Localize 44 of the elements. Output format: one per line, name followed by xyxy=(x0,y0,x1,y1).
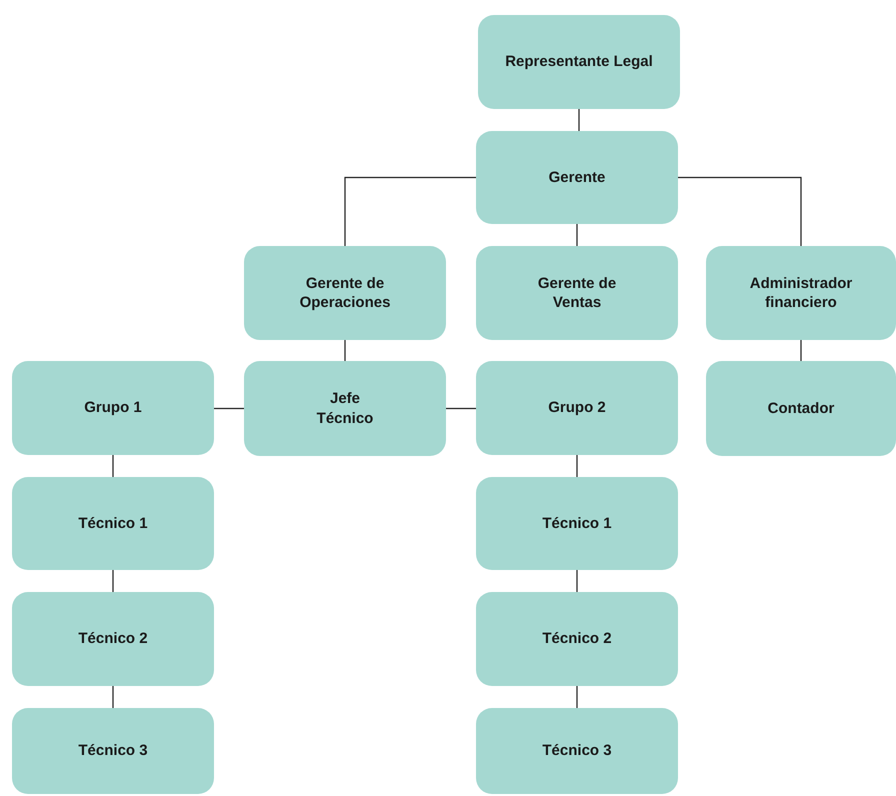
org-box xyxy=(706,361,896,456)
org-box xyxy=(12,592,214,686)
connector-line xyxy=(800,340,802,361)
org-box xyxy=(476,131,678,224)
role-label: Administrador financiero xyxy=(748,274,854,312)
connector-line xyxy=(214,408,244,410)
connector-line xyxy=(344,176,476,246)
org-box xyxy=(244,246,446,340)
org-box xyxy=(478,15,680,109)
role-label: Técnico 1 xyxy=(542,514,612,534)
org-box xyxy=(476,477,678,570)
role-label: Representante Legal xyxy=(505,52,653,72)
connector-line xyxy=(578,109,580,131)
connector-line xyxy=(112,455,114,477)
role-label: Gerente de Operaciones xyxy=(298,274,392,312)
org-box xyxy=(706,246,896,340)
connector-line xyxy=(344,340,346,361)
connector-line xyxy=(576,455,578,477)
connector-line xyxy=(576,224,578,246)
role-label: Gerente de Ventas xyxy=(536,274,618,312)
org-box xyxy=(244,361,446,456)
org-box xyxy=(476,246,678,340)
org-box xyxy=(476,708,678,794)
role-label: Técnico 1 xyxy=(78,514,148,534)
org-box xyxy=(12,477,214,570)
role-label: Técnico 2 xyxy=(542,629,612,649)
org-box xyxy=(12,361,214,455)
connector-line xyxy=(112,570,114,592)
role-label: Técnico 3 xyxy=(78,741,148,761)
role-label: Técnico 2 xyxy=(78,629,148,649)
role-label: Grupo 1 xyxy=(84,398,142,418)
org-box xyxy=(476,592,678,686)
connector-line xyxy=(112,686,114,708)
role-label: Jefe Técnico xyxy=(316,389,374,428)
connector-line xyxy=(576,686,578,708)
connector-line xyxy=(678,176,802,246)
connector-line xyxy=(446,408,476,410)
role-label: Grupo 2 xyxy=(548,398,606,418)
role-label: Técnico 3 xyxy=(542,741,612,761)
role-label: Gerente xyxy=(548,168,606,188)
org-box xyxy=(476,361,678,455)
connector-line xyxy=(576,570,578,592)
org-box xyxy=(12,708,214,794)
role-label: Contador xyxy=(768,398,834,418)
